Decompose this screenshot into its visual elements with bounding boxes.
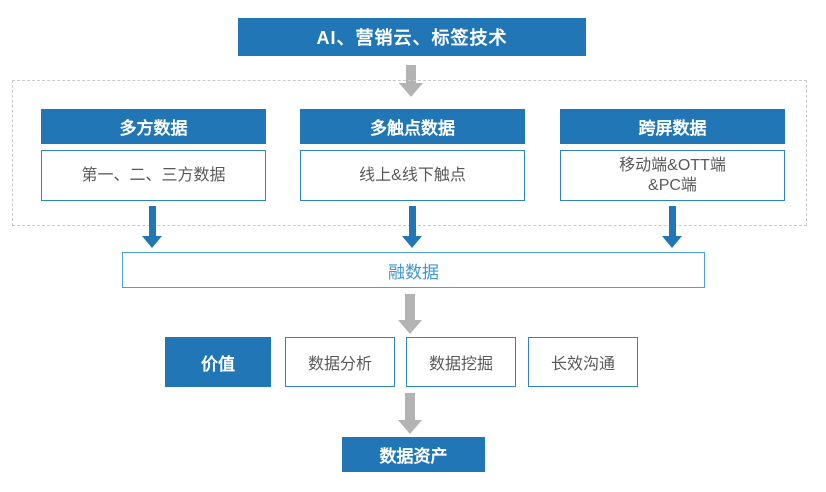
down-arrow-column1-to-fusion: [142, 206, 162, 248]
down-arrow-column2-to-fusion: [402, 206, 422, 248]
column-detail-multi-party-data: 第一、二、三方数据: [41, 150, 266, 201]
down-arrow-title-to-sources: [399, 65, 423, 97]
value-item-data-analysis: 数据分析: [285, 337, 395, 387]
arrow-head: [399, 83, 423, 97]
column-header-multi-touchpoint-data: 多触点数据: [300, 109, 525, 144]
arrow-stem: [148, 206, 156, 236]
arrow-head: [142, 236, 162, 248]
arrow-head: [398, 420, 422, 434]
arrow-stem: [406, 65, 416, 83]
column-header-multi-party-data: 多方数据: [41, 109, 266, 144]
down-arrow-column3-to-fusion: [662, 206, 682, 248]
arrow-stem: [405, 294, 415, 320]
title-box: AI、营销云、标签技术: [238, 18, 586, 56]
arrow-stem: [405, 393, 415, 420]
down-arrow-fusion-to-value: [398, 294, 422, 334]
column-detail-cross-screen-data: 移动端&OTT端 &PC端: [560, 150, 785, 201]
down-arrow-value-to-result: [398, 393, 422, 434]
value-item-data-mining: 数据挖掘: [406, 337, 516, 387]
value-label-box: 价值: [165, 337, 271, 387]
value-item-long-term-communication: 长效沟通: [528, 337, 638, 387]
column-detail-multi-touchpoint-data: 线上&线下触点: [300, 150, 525, 201]
fusion-data-bar: 融数据: [122, 252, 705, 288]
column-header-cross-screen-data: 跨屏数据: [560, 109, 785, 144]
result-box-data-assets: 数据资产: [342, 437, 485, 472]
arrow-stem: [408, 206, 416, 236]
arrow-head: [662, 236, 682, 248]
arrow-head: [398, 320, 422, 334]
arrow-stem: [668, 206, 676, 236]
arrow-head: [402, 236, 422, 248]
